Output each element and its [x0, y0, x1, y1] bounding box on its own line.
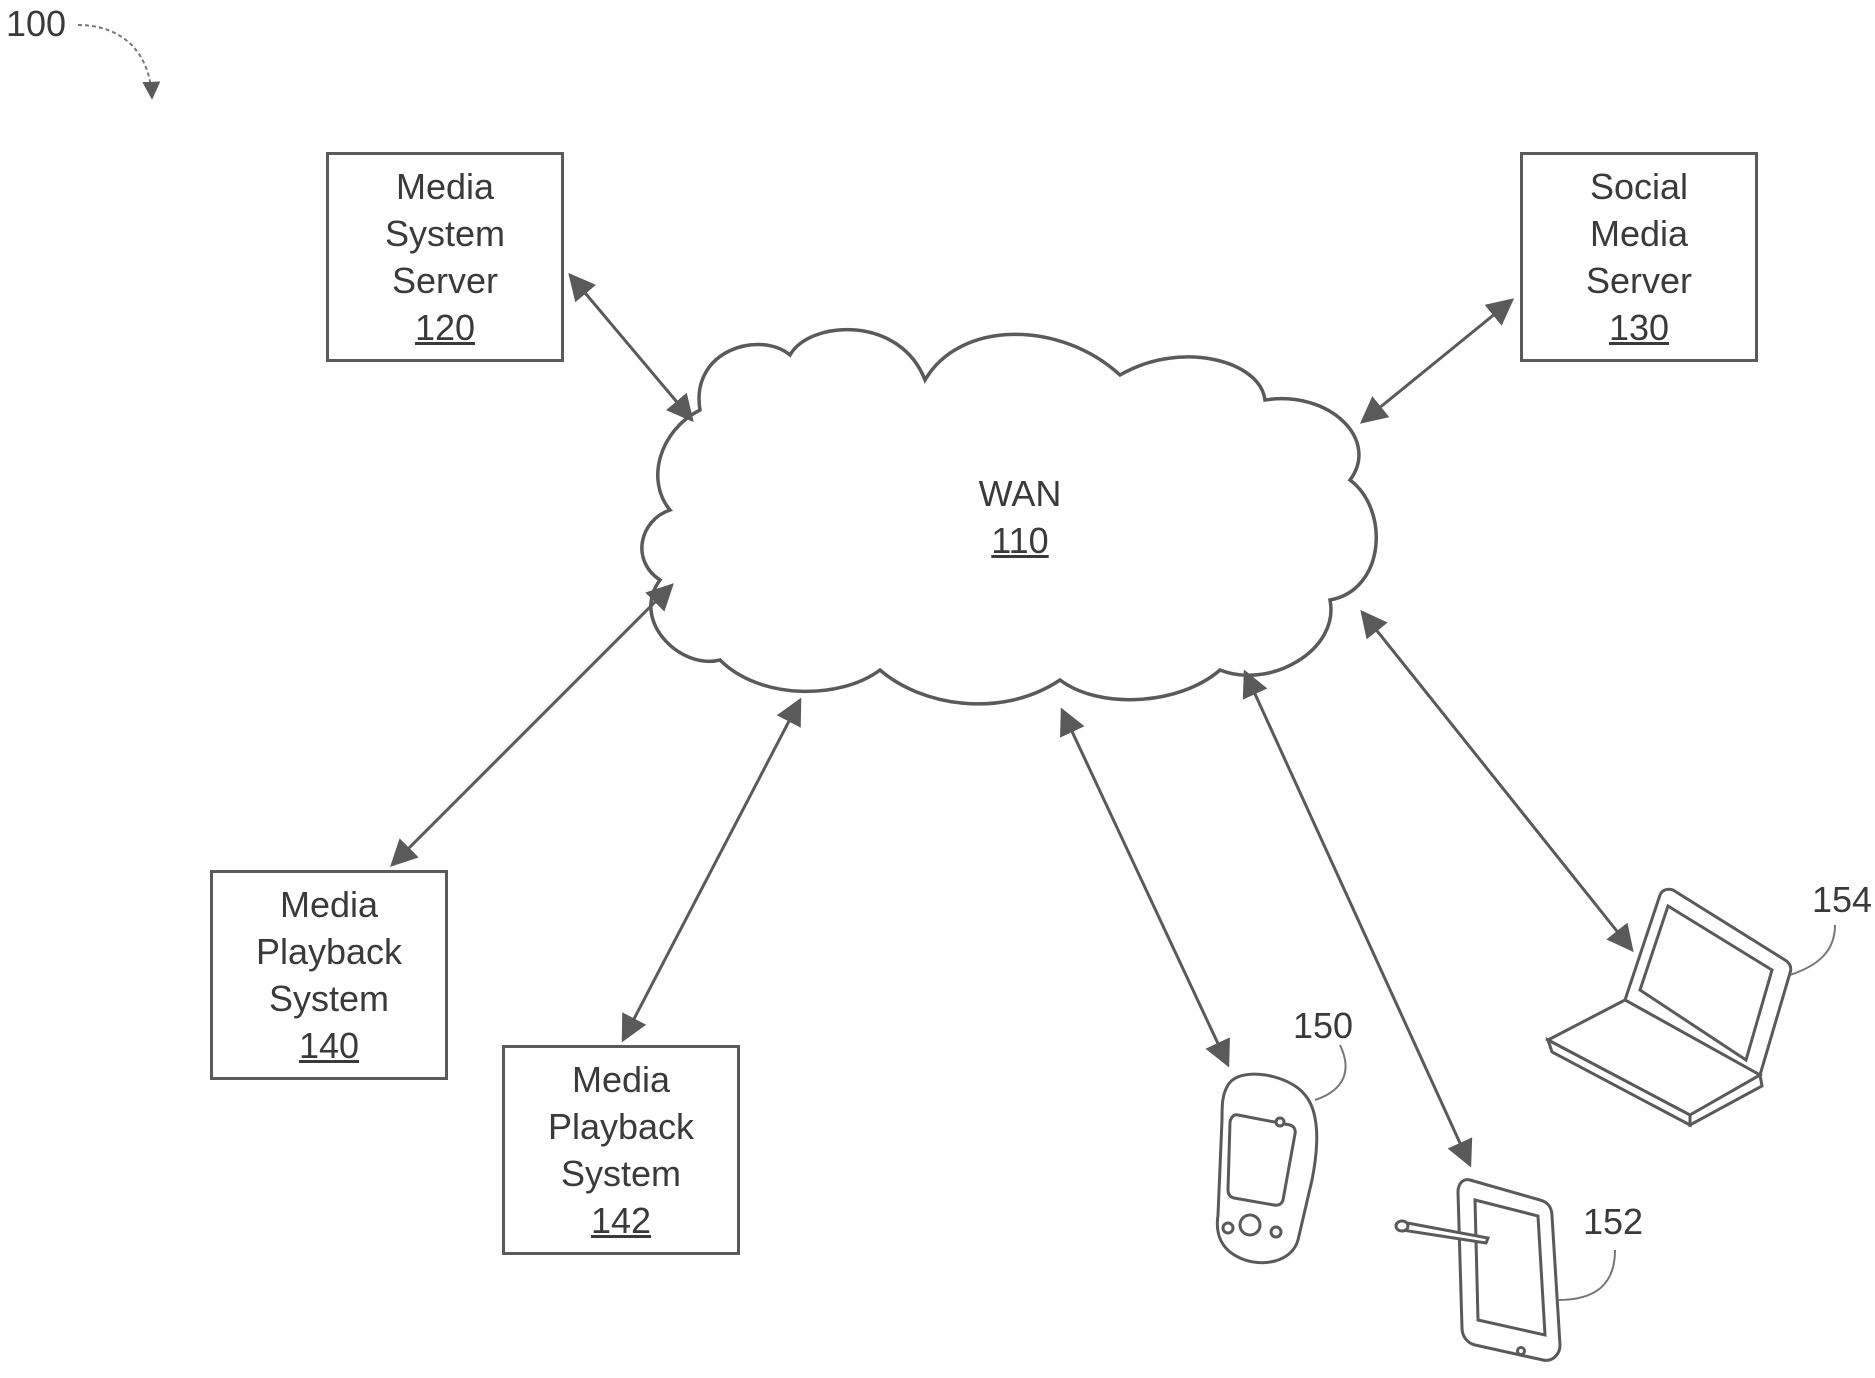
laptop-leader-line — [1790, 925, 1835, 975]
wan-label: WAN 110 — [920, 470, 1120, 564]
box-ref: 120 — [415, 304, 475, 351]
media-playback-system-142-box: Media Playback System 142 — [502, 1045, 740, 1255]
box-line: Media — [572, 1056, 670, 1103]
link-130-wan — [1362, 300, 1512, 422]
link-142-wan — [623, 700, 800, 1040]
box-line: Media — [1590, 210, 1688, 257]
media-playback-system-140-box: Media Playback System 140 — [210, 870, 448, 1080]
figure-leader-arrow — [78, 25, 152, 98]
box-line: System — [561, 1150, 681, 1197]
link-120-wan — [570, 275, 692, 420]
link-154-wan — [1362, 612, 1632, 950]
box-line: Media — [280, 881, 378, 928]
link-140-wan — [392, 585, 672, 865]
figure-ref-label: 100 — [6, 4, 66, 44]
box-line: System — [269, 975, 389, 1022]
box-line: Playback — [256, 928, 402, 975]
laptop-device-icon — [1548, 889, 1791, 1125]
tablet-device-icon — [1396, 1180, 1560, 1361]
box-ref: 130 — [1609, 304, 1669, 351]
wan-ref: 110 — [920, 517, 1120, 564]
media-system-server-box: Media System Server 120 — [326, 152, 564, 362]
tablet-leader-line — [1558, 1250, 1615, 1300]
box-line: Social — [1590, 163, 1688, 210]
wan-name: WAN — [979, 473, 1062, 514]
social-media-server-box: Social Media Server 130 — [1520, 152, 1758, 362]
box-line: Server — [392, 257, 498, 304]
laptop-ref-label: 154 — [1812, 880, 1872, 920]
box-line: Playback — [548, 1103, 694, 1150]
tablet-ref-label: 152 — [1583, 1202, 1643, 1242]
box-line: Media — [396, 163, 494, 210]
box-line: Server — [1586, 257, 1692, 304]
box-ref: 142 — [591, 1197, 651, 1244]
link-150-wan — [1062, 710, 1228, 1065]
box-ref: 140 — [299, 1022, 359, 1069]
phone-device-icon — [1217, 1074, 1316, 1263]
phone-leader-line — [1315, 1045, 1346, 1100]
box-line: System — [385, 210, 505, 257]
phone-ref-label: 150 — [1293, 1006, 1353, 1046]
